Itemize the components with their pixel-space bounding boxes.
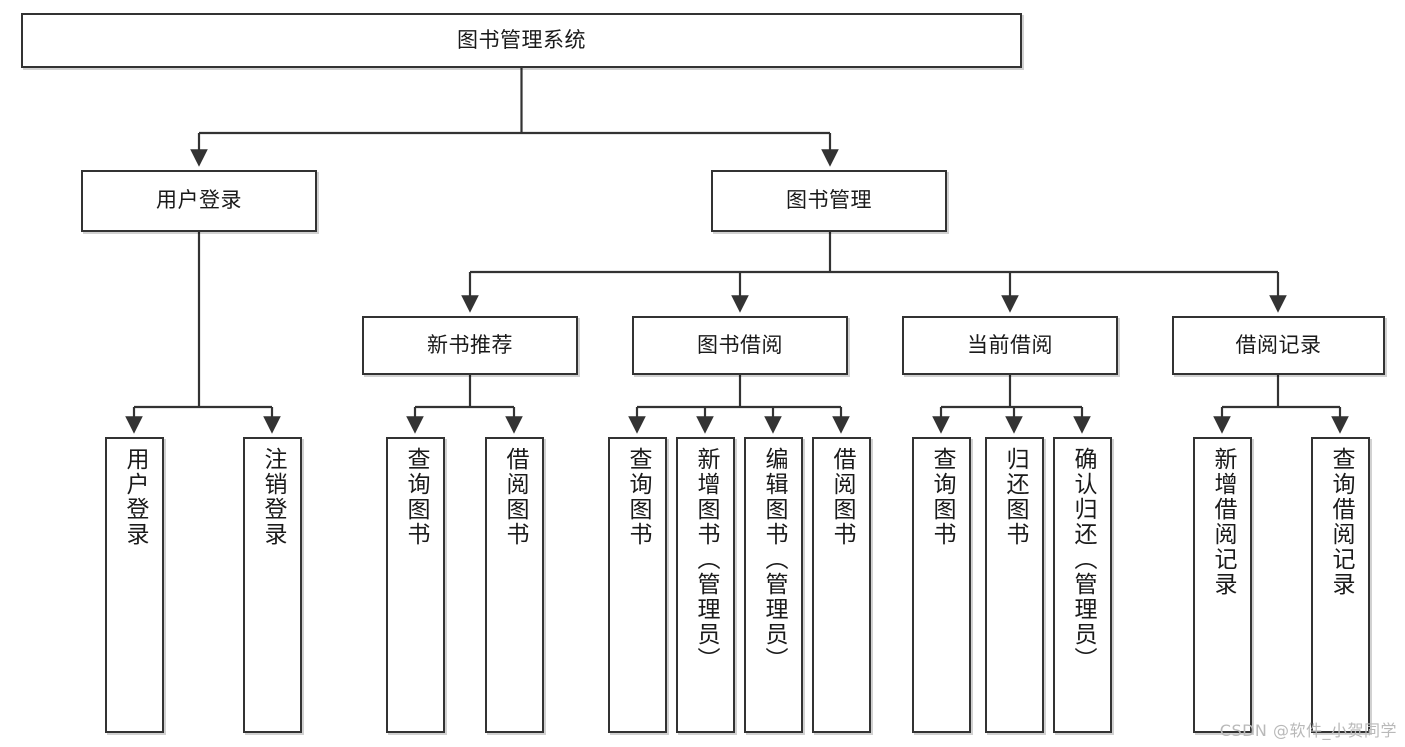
leaf-query-borrow-record-label: 查询借阅记录	[1328, 447, 1354, 597]
user-login[interactable]: 用户登录	[81, 170, 317, 232]
root-node-title[interactable]: 图书管理系统	[21, 13, 1022, 68]
book-borrow-label: 图书借阅	[697, 332, 783, 357]
user-login-label: 用户登录	[156, 188, 242, 213]
current-borrow[interactable]: 当前借阅	[902, 316, 1118, 375]
leaf-query-book-2-label: 查询图书	[625, 447, 651, 547]
leaf-query-book-3-label: 查询图书	[929, 447, 955, 547]
current-borrow-label: 当前借阅	[967, 332, 1053, 357]
leaf-add-borrow-record-label: 新增借阅记录	[1210, 447, 1236, 597]
borrow-record-label: 借阅记录	[1235, 332, 1322, 357]
borrow-record[interactable]: 借阅记录	[1172, 316, 1385, 375]
leaf-add-book[interactable]: 新增图书（管理员）	[676, 437, 735, 733]
leaf-edit-book[interactable]: 编辑图书（管理员）	[744, 437, 803, 733]
leaf-borrow-book-2[interactable]: 借阅图书	[812, 437, 871, 733]
leaf-edit-book-label: 编辑图书（管理员）	[761, 447, 787, 672]
new-book-recommendation-label: 新书推荐	[427, 332, 513, 357]
book-management-label: 图书管理	[786, 188, 872, 213]
leaf-user-login-label: 用户登录	[122, 447, 148, 547]
leaf-query-book-1[interactable]: 查询图书	[386, 437, 445, 733]
root-node-title-label: 图书管理系统	[457, 27, 586, 52]
leaf-query-borrow-record[interactable]: 查询借阅记录	[1311, 437, 1370, 733]
csdn-watermark: CSDN @软件_小贺同学	[1219, 721, 1397, 740]
leaf-borrow-book-1[interactable]: 借阅图书	[485, 437, 544, 733]
leaf-return-book[interactable]: 归还图书	[985, 437, 1044, 733]
new-book-recommendation[interactable]: 新书推荐	[362, 316, 578, 375]
leaf-logout[interactable]: 注销登录	[243, 437, 302, 733]
leaf-query-book-2[interactable]: 查询图书	[608, 437, 667, 733]
book-borrow[interactable]: 图书借阅	[632, 316, 848, 375]
leaf-logout-label: 注销登录	[260, 447, 286, 547]
leaf-query-book-1-label: 查询图书	[403, 447, 429, 547]
leaf-return-book-label: 归还图书	[1002, 447, 1028, 547]
leaf-user-login[interactable]: 用户登录	[105, 437, 164, 733]
leaf-confirm-return-label: 确认归还（管理员）	[1070, 447, 1096, 672]
leaf-query-book-3[interactable]: 查询图书	[912, 437, 971, 733]
book-management[interactable]: 图书管理	[711, 170, 947, 232]
leaf-add-borrow-record[interactable]: 新增借阅记录	[1193, 437, 1252, 733]
leaf-borrow-book-2-label: 借阅图书	[829, 447, 855, 547]
leaf-confirm-return[interactable]: 确认归还（管理员）	[1053, 437, 1112, 733]
leaf-add-book-label: 新增图书（管理员）	[693, 447, 719, 672]
leaf-borrow-book-1-label: 借阅图书	[502, 447, 528, 547]
